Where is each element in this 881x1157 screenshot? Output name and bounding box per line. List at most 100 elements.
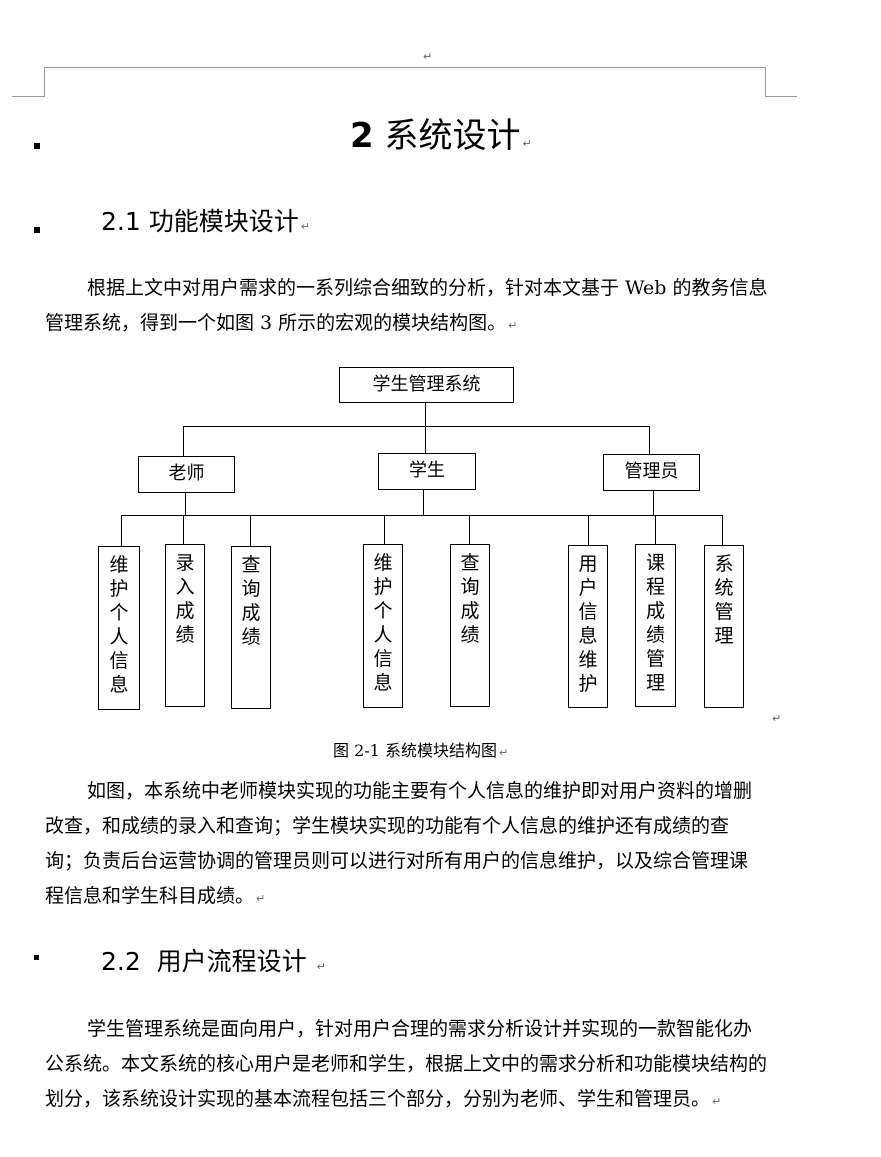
connector-line [653,490,655,516]
connector-line [185,492,187,516]
leaf-char: 成 [645,600,665,622]
connector-line [121,515,123,547]
chapter-number: 2 [350,116,374,156]
leaf-char: 维 [373,552,393,574]
paragraph-mark-icon: ↵ [522,137,532,150]
root-node: 学生管理系统 [339,367,514,403]
leaf-char: 理 [714,625,734,647]
section-title: 功能模块设计 [148,207,299,236]
section-number: 2.1 [101,207,141,236]
leaf-node-teacher-profile: 维护个人信息 [98,546,140,710]
section-heading-2-2: 2.2 用户流程设计 ↵ [101,942,326,978]
paragraph-text: 如图，本系统中老师模块实现的功能主要有个人信息的维护即对用户资料的增删改查，和成… [45,780,753,907]
leaf-node-student-query-grades: 查询成绩 [450,544,490,707]
leaf-char: 信 [373,648,393,670]
heading-bullet [34,143,40,149]
paragraph-text: 学生管理系统是面向用户，针对用户合理的需求分析设计并实现的一款智能化办公系统。本… [45,1018,768,1110]
connector-line [722,515,724,546]
paragraph-mark-icon: ↵ [508,319,518,332]
header-right-tick [765,67,766,97]
leaf-node-student-profile: 维护个人信息 [363,544,403,708]
chapter-heading: 2 系统设计↵ [350,108,532,157]
section-heading-2-1: 2.1 功能模块设计↵ [101,202,310,238]
leaf-char: 个 [373,600,393,622]
connector-line [649,426,651,456]
heading-bullet [34,227,40,233]
leaf-char: 维 [578,649,598,671]
connector-line [588,515,590,546]
leaf-char: 绩 [460,624,480,646]
header-top-line [44,67,766,68]
leaf-char: 信 [109,650,129,672]
leaf-node-admin-user-info: 用户信息维护 [568,545,608,708]
leaf-char: 程 [645,576,665,598]
leaf-char: 录 [175,552,195,574]
connector-line [469,515,471,545]
paragraph-mark-icon: ↵ [316,960,326,973]
leaf-char: 护 [578,673,598,695]
connector-line [425,426,427,454]
leaf-char: 入 [175,576,195,598]
paragraph-mark-icon: ↵ [712,1095,722,1108]
leaf-char: 管 [645,648,665,670]
leaf-char: 管 [714,601,734,623]
leaf-char: 户 [578,577,598,599]
connector-line [655,515,657,545]
connector-line [121,515,723,517]
section-title: 用户流程设计 [156,947,307,976]
leaf-node-admin-system: 系统管理 [704,545,744,708]
connector-line [183,426,185,457]
connector-line [250,515,252,547]
leaf-char: 护 [373,576,393,598]
leaf-char: 人 [109,626,129,648]
leaf-char: 个 [109,602,129,624]
connector-line [423,489,425,516]
leaf-char: 信 [578,601,598,623]
leaf-char: 用 [578,553,598,575]
connector-line [183,426,650,428]
leaf-char: 询 [460,576,480,598]
heading-bullet [34,955,39,960]
paragraph-text: 根据上文中对用户需求的一系列综合细致的分析，针对本文基于 Web 的教务信息管理… [45,277,768,334]
leaf-char: 人 [373,624,393,646]
leaf-char: 绩 [175,624,195,646]
leaf-char: 息 [578,625,598,647]
leaf-node-teacher-enter-grades: 录入成绩 [165,544,205,707]
leaf-char: 系 [714,553,734,575]
body-paragraph-3: 学生管理系统是面向用户，针对用户合理的需求分析设计并实现的一款智能化办公系统。本… [45,1012,770,1119]
leaf-char: 查 [241,554,261,576]
caption-text: 图 2-1 系统模块结构图 [333,741,497,760]
leaf-char: 理 [645,672,665,694]
connector-line [183,515,185,545]
leaf-char: 查 [460,552,480,574]
leaf-char: 成 [460,600,480,622]
connector-line [384,515,386,545]
paragraph-mark-icon: ↵ [256,892,266,905]
section-number: 2.2 [101,947,141,976]
paragraph-mark-icon: ↵ [772,712,782,725]
paragraph-mark-icon: ↵ [300,220,310,233]
leaf-node-admin-course-grades: 课程成绩管理 [635,544,676,707]
leaf-char: 询 [241,578,261,600]
figure-caption: 图 2-1 系统模块结构图↵ [333,737,508,761]
body-paragraph-1: 根据上文中对用户需求的一系列综合细致的分析，针对本文基于 Web 的教务信息管理… [45,271,770,343]
body-paragraph-2: 如图，本系统中老师模块实现的功能主要有个人信息的维护即对用户资料的增删改查，和成… [45,774,757,916]
header-right-foot [765,96,797,97]
chapter-title: 系统设计 [384,116,521,156]
leaf-char: 护 [109,578,129,600]
leaf-char: 息 [109,674,129,696]
role-node-admin: 管理员 [603,454,700,491]
leaf-char: 绩 [645,624,665,646]
header-left-foot [12,96,45,97]
leaf-char: 息 [373,672,393,694]
leaf-char: 课 [645,552,665,574]
leaf-char: 成 [241,602,261,624]
leaf-char: 绩 [241,626,261,648]
role-node-teacher: 老师 [138,456,235,493]
header-left-tick [44,67,45,97]
connector-line [425,402,427,427]
paragraph-mark-icon: ↵ [498,746,509,759]
leaf-char: 成 [175,600,195,622]
leaf-char: 维 [109,554,129,576]
header-return-mark: ↵ [423,50,433,63]
